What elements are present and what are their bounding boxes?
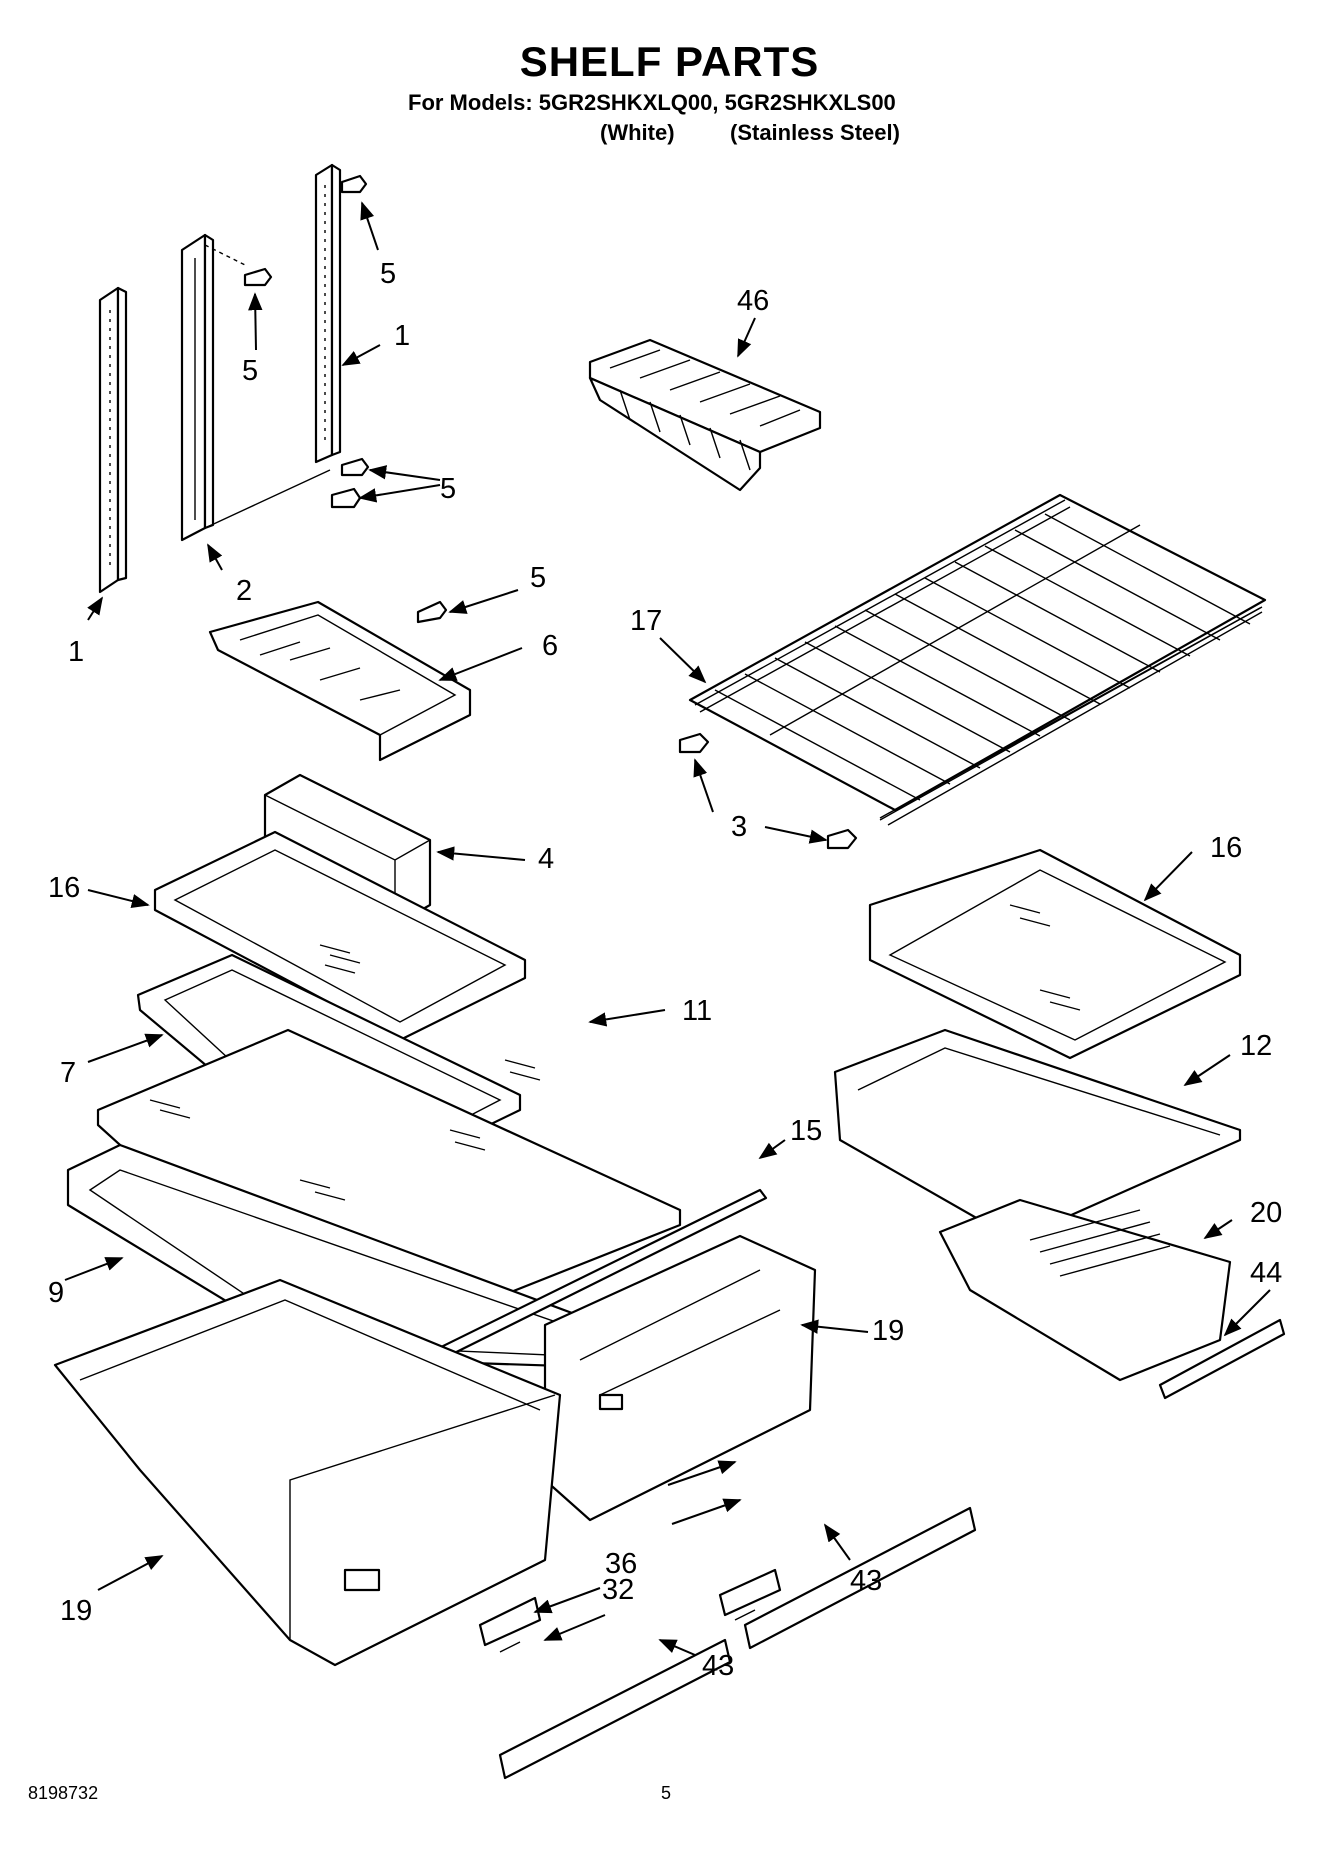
callout-3: 3 [731,811,747,843]
callout-1: 1 [68,636,84,668]
callout-5: 5 [530,562,546,594]
callout-12: 12 [1240,1030,1272,1062]
callout-46: 46 [737,285,769,317]
crisper-drawer-left-part [53,1278,562,1667]
glass-insert-part [96,1028,682,1357]
shelf-frame-right-part [833,1028,1242,1242]
callout-44: 44 [1250,1257,1282,1289]
screw-parts [243,174,448,624]
shelf-support-left-part [98,286,128,594]
callout-4: 4 [538,843,554,875]
wire-shelf-part [688,493,1267,826]
callout-labels: 5 5 1 5 2 1 5 6 46 17 3 4 16 16 7 11 12 … [48,258,1282,1682]
bracket-part [208,600,472,762]
callout-6: 6 [542,630,558,662]
callout-16: 16 [48,872,80,904]
callout-1: 1 [394,320,410,352]
ice-tray-part [588,338,822,492]
drawer-trim-parts [498,1506,977,1780]
callout-15: 15 [790,1115,822,1147]
shelf-support-right-part [314,163,342,464]
callout-9: 9 [48,1277,64,1309]
variant-white-label: (White) [600,120,675,145]
callout-17: 17 [630,605,662,637]
drawer-clip-parts [478,1568,782,1653]
callout-43: 43 [850,1565,882,1597]
callout-2: 2 [236,575,252,607]
shelf-pin-parts [678,732,858,850]
page-title: SHELF PARTS [519,38,820,85]
callout-5: 5 [242,355,258,387]
callout-19: 19 [60,1595,92,1627]
center-rail-part [180,233,331,542]
callout-5: 5 [380,258,396,290]
glass-shelf-right-part [868,848,1242,1060]
variant-stainless-label: (Stainless Steel) [730,120,900,145]
callout-19: 19 [872,1315,904,1347]
callout-11: 11 [682,995,712,1027]
drawer-trim-right-part [1158,1318,1286,1400]
callout-43: 43 [702,1650,734,1682]
callout-36: 36 [605,1548,637,1580]
glass-shelf-left-part [153,830,527,1042]
callout-32: 32 [602,1574,634,1606]
callout-20: 20 [1250,1197,1282,1229]
models-line: For Models: 5GR2SHKXLQ00, 5GR2SHKXLS00 [408,90,896,115]
page-number: 5 [661,1783,672,1803]
meat-drawer-part [938,1198,1232,1382]
document-number: 8198732 [28,1783,99,1803]
callout-16: 16 [1210,832,1242,864]
leader-arrows [64,201,1271,1656]
callout-7: 7 [60,1057,76,1089]
callout-5: 5 [440,473,456,505]
